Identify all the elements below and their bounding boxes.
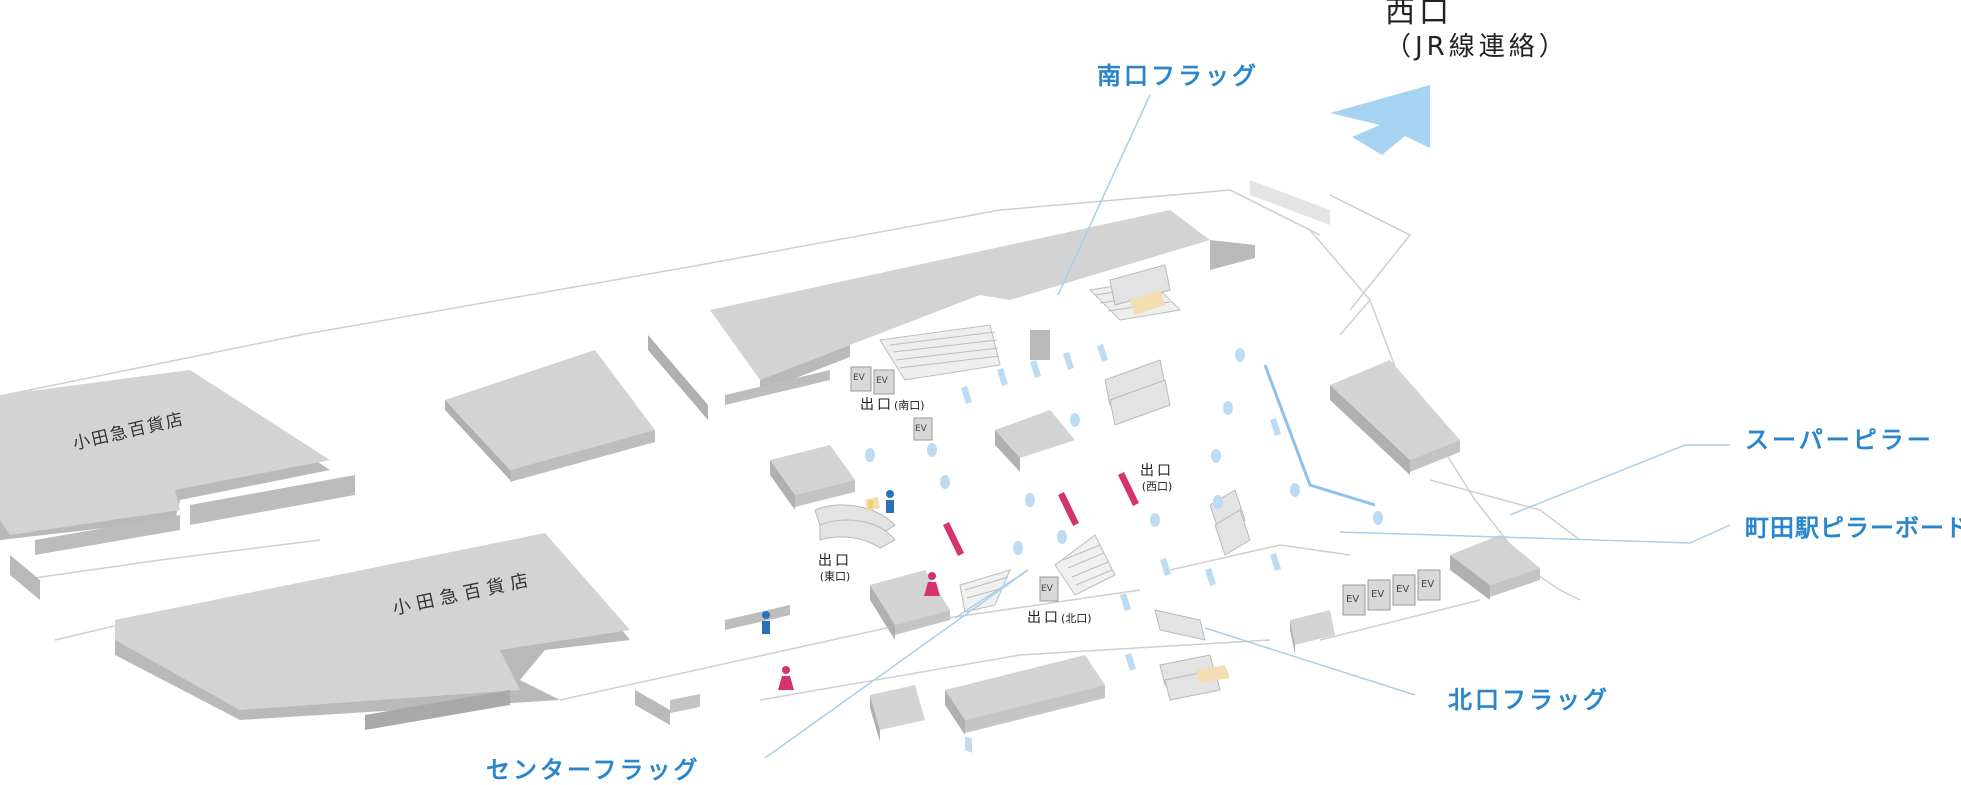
building-mid-left — [445, 335, 708, 482]
direction-arrow-icon — [1330, 85, 1430, 155]
ev-label: EV — [853, 373, 865, 383]
exit-east-main: 出口 — [818, 553, 852, 569]
ev-label: EV — [1421, 579, 1435, 590]
ev-label: EV — [1396, 584, 1410, 595]
exit-west-sub: (西口) — [1141, 480, 1173, 493]
restroom-female-icon — [778, 572, 940, 690]
building-top-central — [710, 210, 1255, 405]
exit-south: 出口(南口) — [860, 397, 925, 414]
direction-line2: （JR線連絡） — [1385, 32, 1569, 62]
exit-north-main: 出口 — [1027, 610, 1061, 626]
callout-super-pillar: スーパーピラー — [1745, 426, 1934, 454]
leader-lines — [764, 94, 1731, 759]
ev-label: EV — [1041, 584, 1053, 594]
escalator-icon — [814, 264, 1251, 701]
exit-north: 出口(北口) — [1027, 610, 1092, 627]
pink-flags — [943, 472, 1139, 556]
odakyu-building-lower — [10, 533, 630, 730]
pillars — [865, 344, 1383, 753]
west-exit-direction: 西口 （JR線連絡） — [1385, 0, 1569, 64]
exit-east: 出口 (東口) — [818, 553, 852, 585]
exit-west: 出口 (西口) — [1140, 463, 1174, 495]
elevator-boxes — [850, 366, 1441, 616]
callout-pillar-board: 町田駅ピラーボード — [1745, 514, 1961, 542]
ev-label: EV — [1371, 589, 1385, 600]
exit-south-sub: (南口) — [894, 399, 925, 412]
super-pillar-line — [1263, 364, 1376, 507]
restroom-male-icon — [762, 490, 894, 634]
callout-south-flag: 南口フラッグ — [1097, 62, 1259, 90]
ev-label: EV — [1346, 594, 1360, 605]
ev-label: EV — [915, 424, 927, 434]
exit-north-sub: (北口) — [1061, 612, 1092, 625]
ev-label: EV — [876, 376, 888, 386]
central-stairs — [959, 534, 1116, 613]
callout-center-flag: センターフラッグ — [486, 756, 701, 784]
callout-north-flag: 北口フラッグ — [1448, 686, 1610, 714]
right-blocks — [1250, 180, 1540, 655]
odakyu-building-upper — [0, 370, 355, 555]
info-marker — [868, 500, 873, 509]
direction-line1: 西口 — [1385, 0, 1453, 30]
exit-south-main: 出口 — [860, 397, 894, 413]
exit-east-sub: (東口) — [819, 570, 851, 583]
exit-west-main: 出口 — [1140, 463, 1174, 479]
